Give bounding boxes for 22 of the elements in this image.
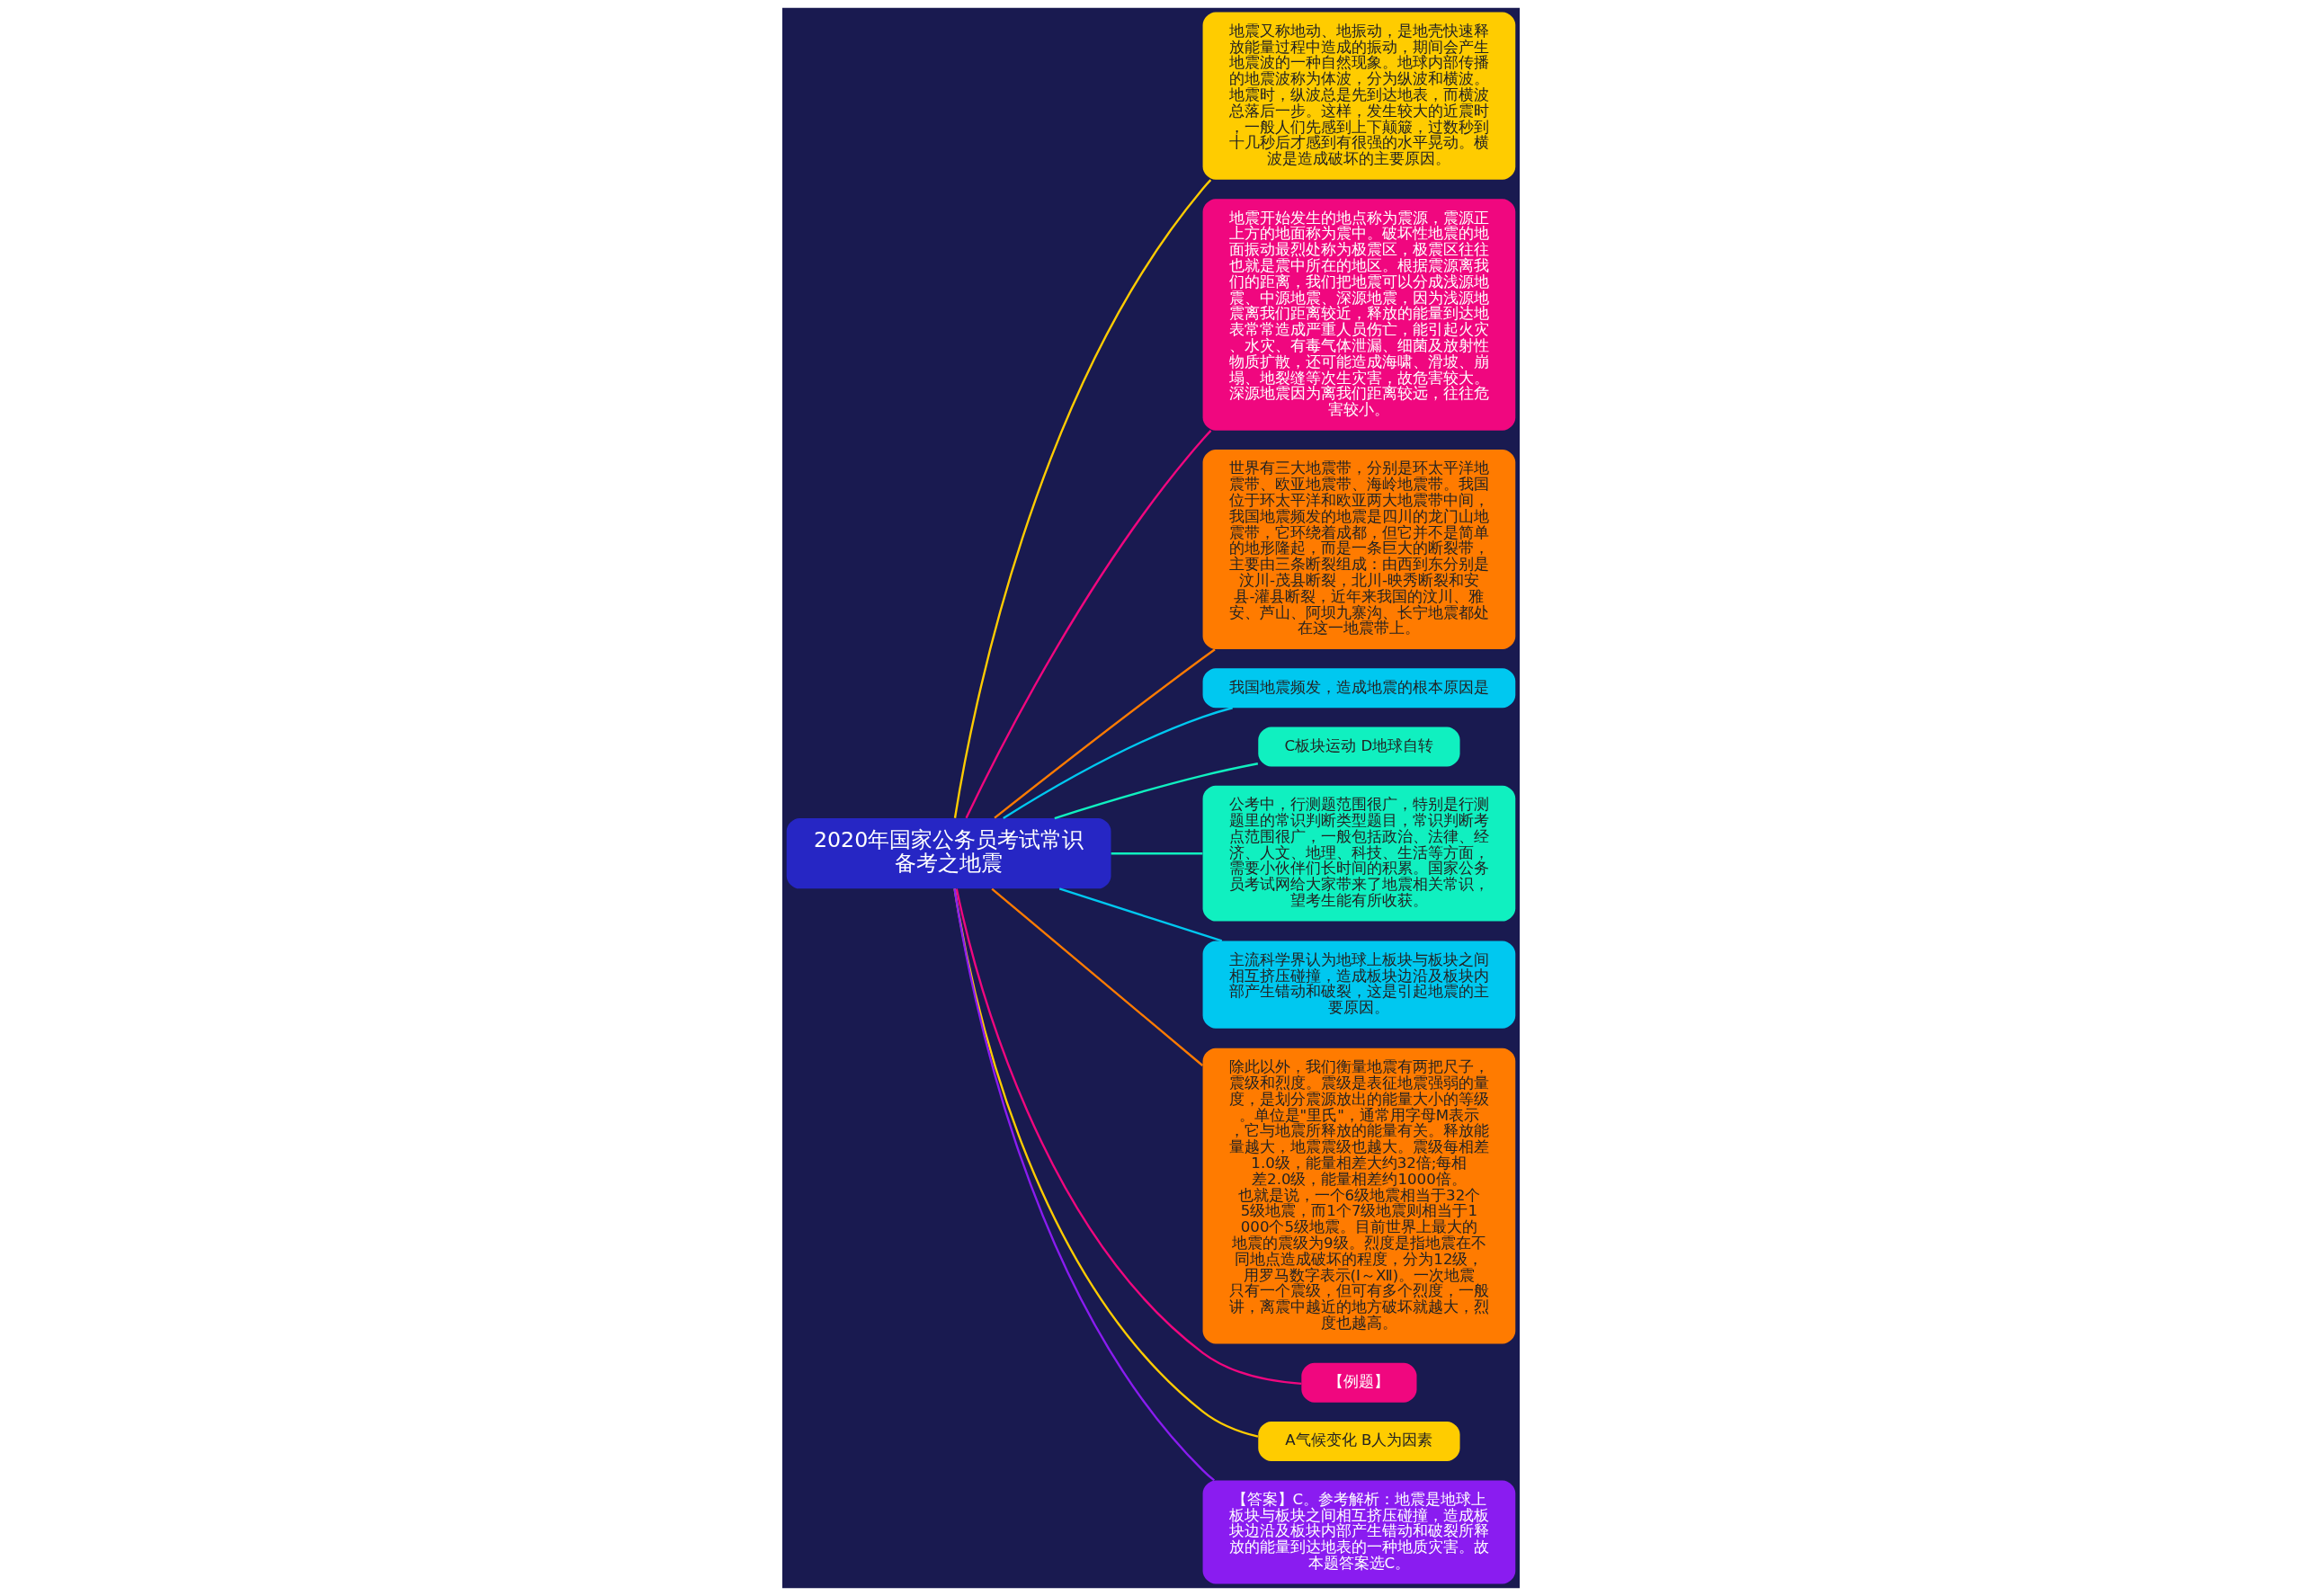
connector — [1111, 852, 1203, 855]
node-box: 【例题】 — [1301, 1362, 1417, 1403]
node-box: 2020年国家公务员考试常识备考之地震 — [786, 818, 1111, 889]
node-box: 我国地震频发，造成地震的根本原因是 — [1202, 668, 1516, 709]
connector — [1003, 707, 1233, 819]
node-box: 公考中，行测题范围很广，特别是行测题里的常识判断类型题目，常识判断考点范围很广，一般包括政治、法律、经济、人文、地理、科技、生活等方面，需要小伙伴们长时间的积累。国家公务员考试网给大家带来了地震相关常识，望考生能有所收获。 — [1202, 785, 1516, 922]
node-box: 除此以外，我们衡量地震有两把尺子，震级和烈度。震级是表征地震强弱的量度，是划分震源放出的能量大小的等级。单位是"里氏"，通常用字母M表示，它与地震所释放的能量有关。释放能量越大，地震震级也越大。震级每相差1.0级，能量相差大约32倍;每相差2.0级，能量相差约1000倍。也就是说，一个6级地震相当于32个5级地震，而1个7级地震则相当于1000个5级地震。目前世界上最大的地震的震级为9级。烈度是指地震在不同地点造成破坏的程度，分为12级，用罗马数字表示(Ⅰ～Ⅻ)。一次地震只有一个震级，但可有多个烈度，一般讲，离震中越近的地方破坏就越大，烈度也越高。 — [1202, 1048, 1516, 1344]
connector — [1058, 887, 1223, 942]
connector — [965, 430, 1212, 819]
node-box: 地震开始发生的地点称为震源，震源正上方的地面称为震中。破坏性地震的地面振动最烈处称为极震区，极震区往往也就是震中所在的地区。根据震源离我们的距离，我们把地震可以分成浅源地震、中源地震、深源地震，因为浅源地震离我们距离较近，释放的能量到达地表常常造成严重人员伤亡，能引起火灾、水灾、有毒气体泄漏、细菌及放射性物质扩散，还可能造成海啸、滑坡、崩塌、地裂缝等次生灾害，故危害较大。深源地震因为离我们距离较远，往往危害较小。 — [1202, 199, 1516, 431]
connector — [953, 179, 1212, 818]
connector — [994, 648, 1216, 819]
node-box: 地震又称地动、地振动，是地壳快速释放能量过程中造成的振动，期间会产生地震波的一种自然现象。地球内部传播的地震波称为体波，分为纵波和横波。地震时，纵波总是先到达地表，而横波总落后一步。这样，发生较大的近震时，一般人们先感到上下颠簸，过数秒到十几秒后才感到有很强的水平晃动。横波是造成破坏的主要原因。 — [1202, 12, 1516, 180]
connector — [991, 887, 1204, 1066]
connector — [953, 888, 1216, 1482]
node-box: 【答案】C。参考解析：地震是地球上板块与板块之间相互挤压碰撞，造成板块边沿及板块内部产生错动和破裂所释放的能量到达地表的一种地质灾害。故本题答案选C。 — [1202, 1480, 1516, 1584]
node-box: C板块运动 D地球自转 — [1258, 727, 1460, 767]
connector — [955, 888, 1302, 1386]
node-box: 主流科学界认为地球上板块与板块之间相互挤压碰撞，造成板块边沿及板块内部产生错动和破裂，这是引起地震的主要原因。 — [1202, 941, 1516, 1029]
node-box: 世界有三大地震带，分别是环太平洋地震带、欧亚地震带、海岭地震带。我国位于环太平洋和欧亚两大地震带中间，我国地震频发的地震是四川的龙门山地震带，它环绕着成都，但它并不是简单的地形隆起，而是一条巨大的断裂带，主要由三条断裂组成：由西到东分别是汶川-茂县断裂，北川-映秀断裂和安县-灌县断裂，近年来我国的汶川、雅安、芦山、阿坝九寨沟、长宁地震都处在这一地震带上。 — [1202, 450, 1516, 649]
connector — [1054, 762, 1259, 820]
node-box: A气候变化 B人为因素 — [1258, 1422, 1460, 1462]
